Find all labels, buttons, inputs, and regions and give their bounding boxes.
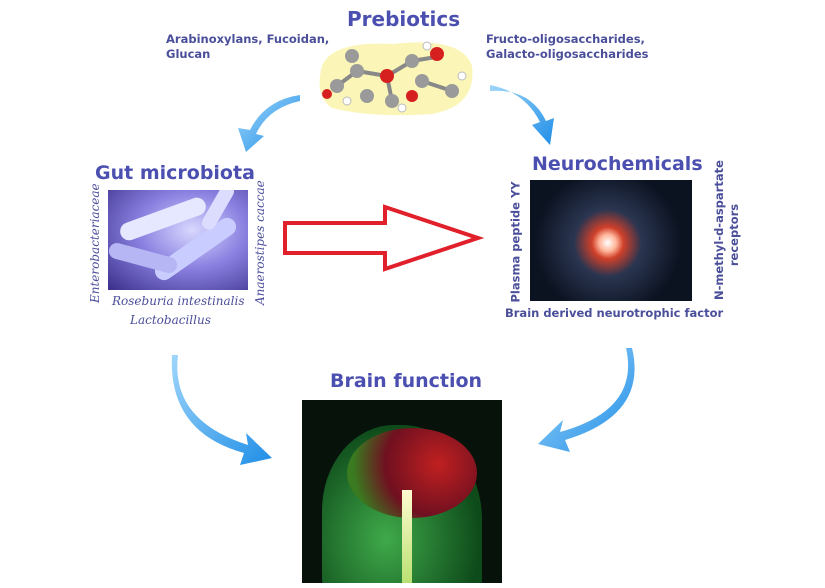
plasma-peptide-label: Plasma peptide YY [508, 181, 523, 303]
prebiotics-left-text: Arabinoxylans, Fucoidan, Glucan [166, 32, 329, 62]
brain-function-title: Brain function [330, 370, 483, 392]
roseburia-label: Roseburia intestinalis [112, 294, 245, 308]
prebiotic-item: Fructo-oligosaccharides, [486, 32, 645, 46]
nmda-line: receptors [727, 203, 741, 267]
arrow-gut-to-brain [171, 355, 272, 465]
brain-head-image [302, 400, 502, 583]
neuron-image [530, 180, 692, 301]
arrow-prebiotics-to-gut [238, 95, 300, 152]
neurochemicals-title: Neurochemicals [532, 153, 703, 175]
prebiotic-item: Arabinoxylans, Fucoidan, [166, 32, 330, 46]
arrow-gut-to-neuro [283, 204, 485, 272]
nmda-line: N-methyl-d-aspartate [712, 160, 726, 300]
nmda-receptors-label: N-methyl-d-aspartate receptors [712, 160, 742, 300]
prebiotics-title: Prebiotics [347, 7, 461, 31]
gut-microbiota-title: Gut microbiota [95, 162, 255, 184]
bdnf-label: Brain derived neurotrophic factor [505, 306, 724, 320]
enterobacteriaceae-label: Enterobacteriaceae [88, 183, 102, 303]
bacteria-image [108, 190, 248, 290]
prebiotics-right-text: Fructo-oligosaccharides, Galacto-oligosa… [486, 32, 648, 62]
anaerostipes-label: Anaerostipes caccae [253, 180, 267, 305]
molecule-image [319, 41, 473, 116]
arrow-prebiotics-to-neuro [490, 85, 554, 145]
lactobacillus-label: Lactobacillus [130, 313, 211, 327]
arrow-neuro-to-brain [538, 348, 635, 452]
prebiotic-item: Glucan [166, 47, 211, 61]
prebiotic-item: Galacto-oligosaccharides [486, 47, 649, 61]
